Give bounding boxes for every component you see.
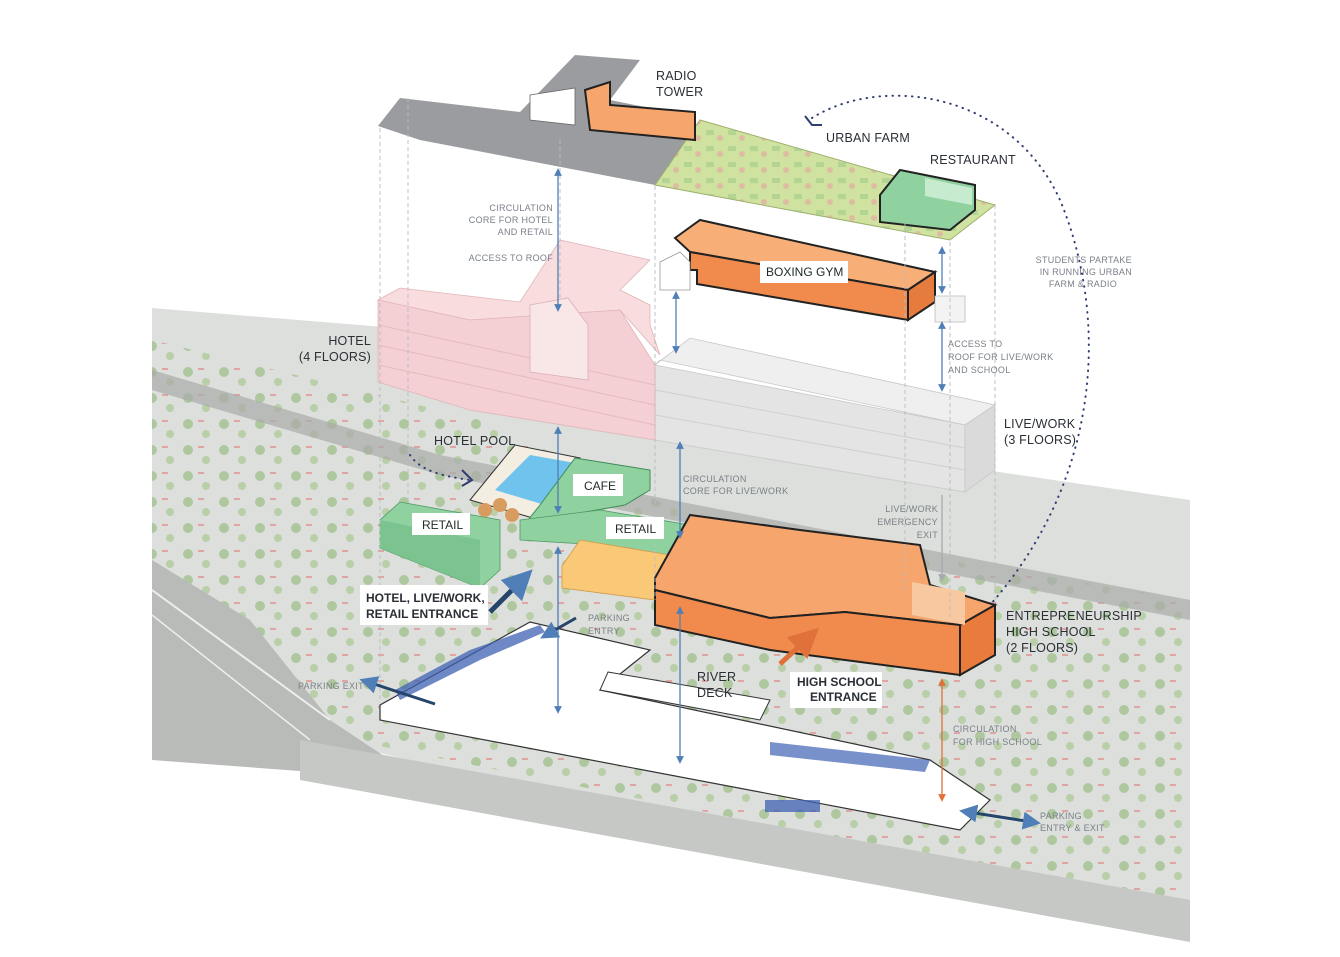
arrow-main-entrance (488, 569, 533, 614)
highway (152, 560, 420, 780)
boxing-gym-block (659, 218, 966, 323)
parking-entry-exit-label-1: PARKING (1040, 811, 1082, 821)
entrepreneurship-label-1: ENTREPRENEURSHIP (1006, 609, 1142, 623)
radio-tower-label-1: RADIO (656, 69, 697, 83)
blue-ramp (765, 800, 820, 812)
students-label-3: FARM & RADIO (1049, 279, 1117, 289)
access-core (659, 251, 691, 291)
hs-entrance-label-box (790, 672, 882, 708)
circ-hs-label-1: CIRCULATION (953, 724, 1017, 734)
pool-dotted-pointer (409, 454, 471, 481)
live-work-label-1: LIVE/WORK (1004, 417, 1076, 431)
circ-lw-label-1: CIRCULATION (683, 474, 747, 484)
arrow-parking-exit (359, 676, 436, 706)
main-entrance-label-box (360, 585, 488, 625)
main-entrance-label-2: RETAIL ENTRANCE (366, 607, 478, 621)
access-roof-lw-label-1: ACCESS TO (948, 339, 1002, 349)
hotel-label-2: (4 FLOORS) (299, 350, 371, 364)
radio-tower-label-2: TOWER (656, 85, 703, 99)
parking-entry-label-2: ENTRY (588, 626, 620, 636)
circ-lw-label-2: CORE FOR LIVE/WORK (683, 486, 788, 496)
lw-emergency-label-2: EMERGENCY (877, 517, 938, 527)
stair-core (912, 582, 965, 625)
students-label-1: STUDENTS PARTAKE (1036, 255, 1132, 265)
umbrella (493, 498, 507, 512)
circ-hotel-label-3: AND RETAIL (498, 227, 553, 237)
retail-left-label: RETAIL (422, 518, 463, 532)
access-roof-lw-label-3: AND SCHOOL (948, 365, 1011, 375)
highway-line (151, 614, 311, 741)
floor-line (654, 414, 966, 471)
hs-entrance-label-1: HIGH SCHOOL (797, 675, 882, 689)
lw-emergency-label-1: LIVE/WORK (885, 504, 938, 514)
hotel-label-1: HOTEL (328, 334, 371, 348)
circ-hs-label-2: FOR HIGH SCHOOL (953, 737, 1042, 747)
hotel-pool-label: HOTEL POOL (434, 434, 515, 448)
hotel-block (376, 239, 661, 441)
boxing-gym-label-box (760, 261, 848, 283)
restaurant-core (925, 178, 972, 205)
entrepreneurship-label-2: HIGH SCHOOL (1006, 625, 1096, 639)
labels: RADIO TOWER URBAN FARM RESTAURANT BOXING… (298, 69, 1142, 833)
retail-right-label-box (606, 517, 664, 539)
students-label-2: IN RUNNING URBAN (1040, 267, 1132, 277)
parking-level (379, 621, 991, 831)
floor-line (654, 389, 966, 449)
arrow-parking-entry (540, 616, 577, 639)
umbrella (505, 508, 519, 522)
live-work-block (654, 337, 997, 493)
arrow-high-school-entrance (778, 627, 819, 666)
cafe-label-box (573, 474, 623, 496)
parking-exit-label: PARKING EXIT (298, 681, 364, 691)
access-roof-label: ACCESS TO ROOF (469, 253, 554, 263)
restaurant-label: RESTAURANT (930, 153, 1016, 167)
road-bottom (300, 740, 1190, 942)
river-deck-label-1: RIVER (697, 670, 736, 684)
retail-right-label: RETAIL (615, 522, 656, 536)
urban-farm-label: URBAN FARM (826, 131, 910, 145)
roof-core (529, 87, 576, 126)
parking-entry-label-1: PARKING (588, 613, 630, 623)
retail-left-side (380, 520, 480, 588)
floor-line (377, 344, 656, 406)
floor-line (377, 364, 656, 426)
blue-ramp (395, 625, 545, 700)
circ-hotel-label-1: CIRCULATION (489, 203, 553, 213)
cafe-label: CAFE (584, 479, 616, 493)
boxing-gym-label: BOXING GYM (766, 265, 843, 279)
retail-left-label-box (412, 513, 470, 535)
radio-tower-block (583, 80, 696, 142)
roof-level (378, 55, 997, 241)
river-deck-label-2: DECK (697, 686, 733, 700)
river-deck-slab (599, 671, 771, 721)
circ-hotel-label-2: CORE FOR HOTEL (469, 215, 553, 225)
lw-emergency-label-3: EXIT (917, 530, 938, 540)
main-entrance-label-1: HOTEL, LIVE/WORK, (366, 591, 485, 605)
circulation-arrows (359, 168, 1041, 830)
arrow-parking-entry-exit (959, 804, 1041, 830)
live-work-label-2: (3 FLOORS) (1004, 433, 1076, 447)
entrepreneurship-label-3: (2 FLOORS) (1006, 641, 1078, 655)
hs-entrance-label-2: ENTRANCE (810, 690, 877, 704)
dotted-loop-head (804, 115, 822, 126)
highway-line (151, 589, 331, 721)
rail-corridor (152, 370, 1190, 620)
blue-ramp (770, 742, 930, 772)
floor-line (377, 324, 656, 386)
umbrella (478, 503, 492, 517)
high-school-side (959, 603, 996, 677)
pool-pointer-head (461, 469, 474, 487)
access-roof-lw-label-2: ROOF FOR LIVE/WORK (948, 352, 1053, 362)
parking-entry-exit-label-2: ENTRY & EXIT (1040, 823, 1105, 833)
